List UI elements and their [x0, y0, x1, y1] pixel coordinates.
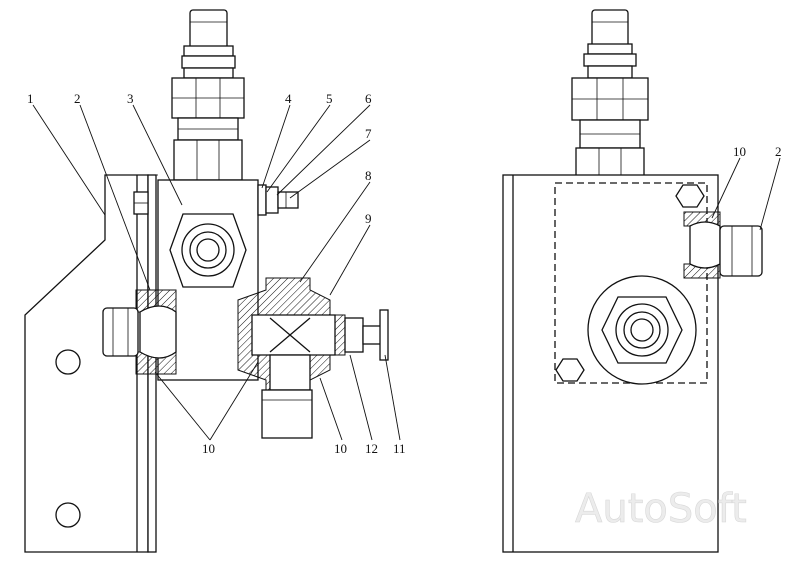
- bracket-hole-upper: [55, 349, 81, 375]
- bracket-plate: [24, 174, 149, 553]
- callout-10-mid: 10: [334, 441, 347, 456]
- callout-2-right: 2: [775, 144, 782, 159]
- callout-9: 9: [365, 211, 372, 226]
- callout-11: 11: [393, 441, 406, 456]
- right-view: [502, 9, 781, 553]
- callout-6: 6: [365, 91, 372, 106]
- left-nipple: [102, 307, 139, 357]
- watermark: AutoSoft: [575, 486, 747, 532]
- right-lower-hex-nut: [575, 147, 645, 179]
- end-cap-11: [379, 309, 389, 361]
- callout-2: 2: [74, 91, 81, 106]
- callout-3: 3: [127, 91, 134, 106]
- left-view: [24, 9, 401, 553]
- callout-10-left: 10: [202, 441, 215, 456]
- callout-8: 8: [365, 168, 372, 183]
- lower-hex-nut: [173, 139, 243, 181]
- callout-1: 1: [27, 91, 34, 106]
- bottom-nipple: [261, 389, 313, 439]
- callout-labels: 1 2 3 4 5 6 7 8 9 10 10 12 11 10 2: [27, 91, 782, 456]
- callout-4: 4: [285, 91, 292, 106]
- callout-10-right: 10: [733, 144, 746, 159]
- callout-12: 12: [365, 441, 378, 456]
- bracket-hole-lower: [55, 502, 81, 528]
- callout-7: 7: [365, 126, 372, 141]
- right-side-nipple: [719, 225, 763, 277]
- callout-5: 5: [326, 91, 333, 106]
